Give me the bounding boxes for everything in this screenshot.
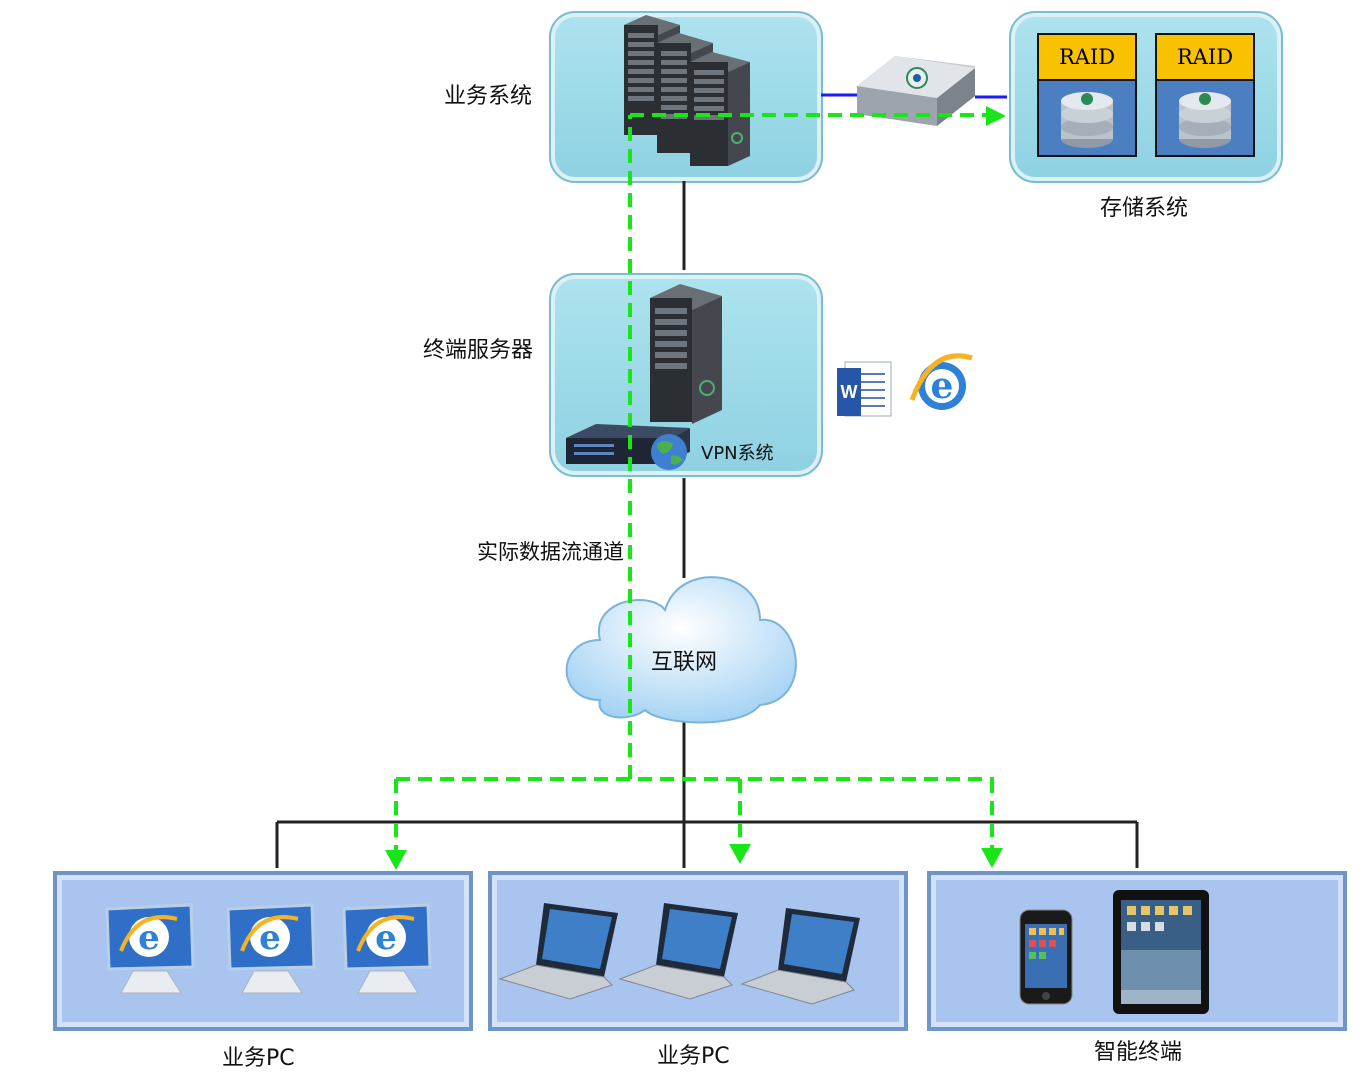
link-lines <box>275 181 1139 868</box>
raid-label: RAID <box>1039 35 1135 81</box>
raid-label: RAID <box>1157 35 1253 81</box>
storage-link <box>821 93 1007 99</box>
globe-icon <box>651 434 687 470</box>
svg-text:W: W <box>841 382 858 402</box>
raid-unit-1: RAID <box>1037 33 1137 157</box>
raid-unit-2: RAID <box>1155 33 1255 157</box>
tablet-icon <box>1113 890 1209 1014</box>
business-system-label: 业务系统 <box>444 84 533 109</box>
desktop-monitor-icon: e <box>226 903 316 994</box>
vpn-system-label: VPN系统 <box>701 443 774 464</box>
smart-terminal-label: 智能终端 <box>1094 1040 1183 1065</box>
data-flow-path <box>394 113 994 852</box>
desktop-monitor-icon: e <box>342 903 432 994</box>
ie-browser-icon: e <box>909 353 973 410</box>
laptop-icon <box>498 903 618 1000</box>
storage-system-label: 存储系统 <box>1100 196 1189 221</box>
internet-cloud-icon <box>565 576 797 724</box>
network-switch-icon <box>857 56 975 126</box>
svg-text:e: e <box>375 918 397 958</box>
business-pc-label-1: 业务PC <box>222 1046 295 1071</box>
svg-text:e: e <box>931 365 954 407</box>
svg-text:e: e <box>138 918 160 958</box>
server-rack-icon <box>624 15 750 166</box>
business-pc-label-2: 业务PC <box>657 1044 730 1069</box>
database-icon <box>1039 81 1135 155</box>
database-icon <box>1157 81 1253 155</box>
internet-label: 互联网 <box>651 650 718 675</box>
terminal-server-icon <box>650 284 722 424</box>
terminal-server-label: 终端服务器 <box>423 338 534 363</box>
svg-text:e: e <box>259 918 281 958</box>
data-channel-label: 实际数据流通道 <box>477 540 624 564</box>
word-document-icon: W <box>837 361 892 417</box>
smartphone-icon <box>1019 909 1073 1005</box>
laptop-icon <box>618 903 738 1000</box>
desktop-monitor-icon: e <box>105 903 195 994</box>
laptop-icon <box>740 908 860 1005</box>
flow-arrowheads <box>385 106 1006 870</box>
